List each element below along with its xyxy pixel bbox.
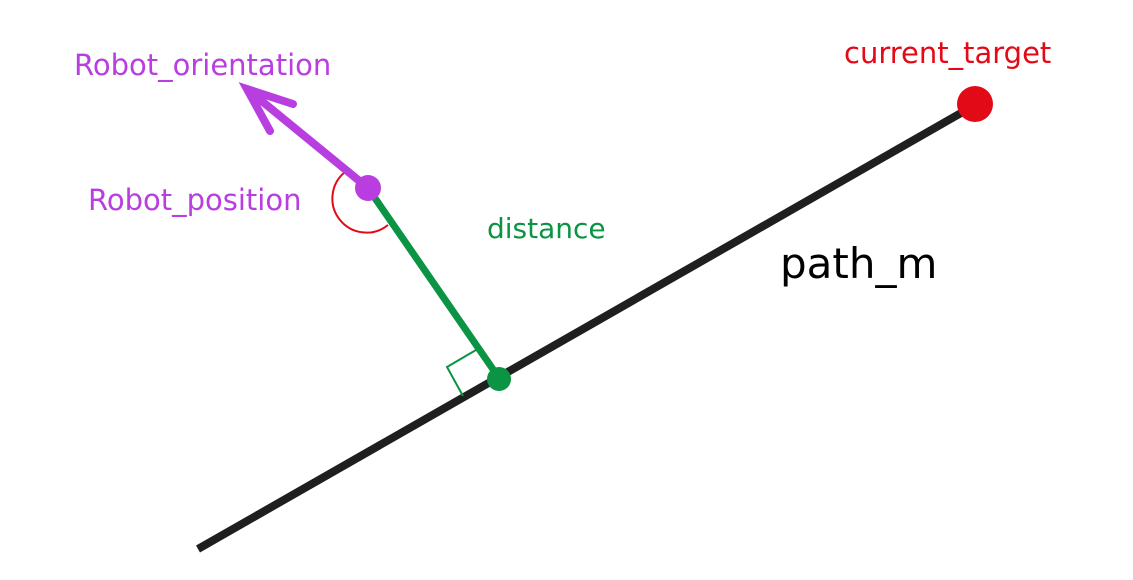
orientation-arrow-shaft (254, 94, 372, 192)
robot-position-label: Robot_position (88, 183, 301, 217)
angle-arc (331, 171, 389, 234)
path-line (196, 101, 977, 553)
orientation-arrow-head (238, 82, 297, 135)
current-target-point (957, 86, 993, 122)
current-target-label: current_target (844, 36, 1051, 70)
foot-point (487, 367, 511, 391)
path-label: path_m (780, 239, 937, 288)
distance-label: distance (487, 212, 606, 245)
right-angle-marker (445, 349, 477, 397)
robot-position-point (355, 175, 381, 201)
distance-line (364, 184, 503, 382)
robot-orientation-label: Robot_orientation (74, 48, 331, 82)
